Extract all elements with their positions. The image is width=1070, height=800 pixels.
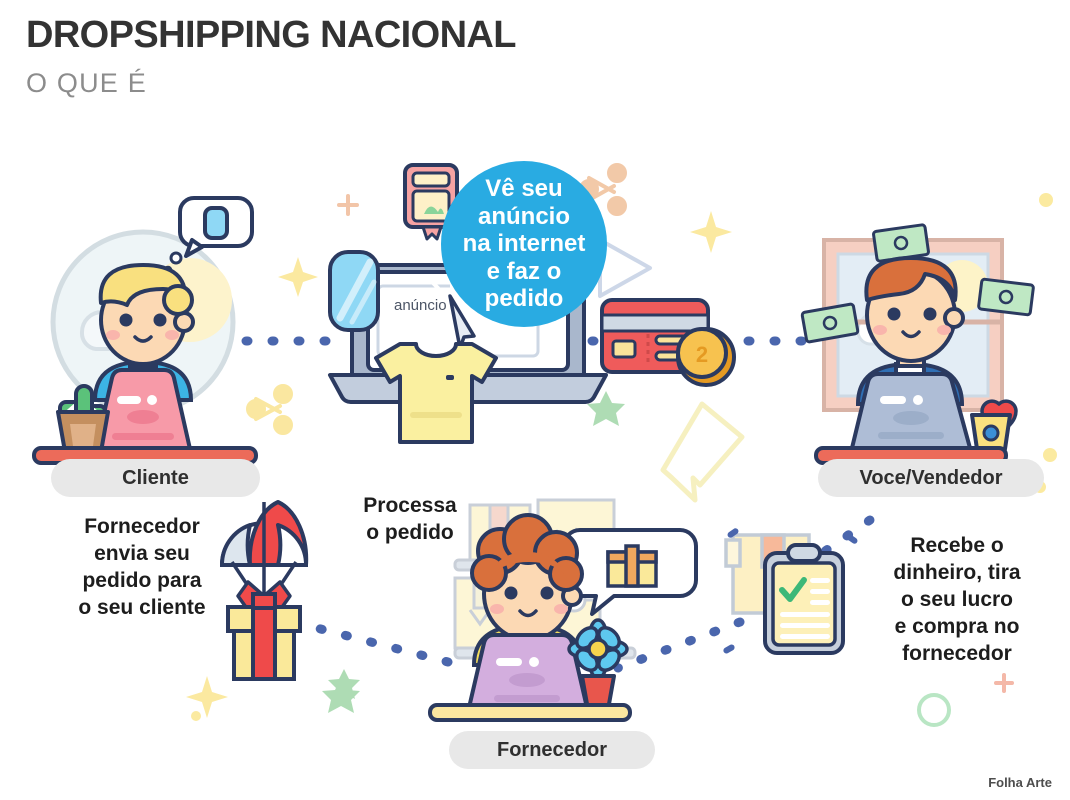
money-bill-icon [800,302,860,344]
star-icon [328,669,360,699]
coin-value: 2 [696,342,708,367]
dot-icon [1043,448,1057,462]
page-title: DROPSHIPPING NACIONAL [26,14,516,56]
flower-pot-icon [567,618,629,711]
money-bill-icon [977,277,1035,317]
clipboard-check-icon [763,543,845,655]
dot-icon [191,711,201,721]
connector-clipboard-to-supplier [613,617,745,673]
parachute-gift-icon [219,500,309,681]
page-subtitle: O QUE É [26,68,147,98]
plus-icon [337,194,359,216]
sparkle-icon [690,211,732,253]
credit-line: Folha Arte [988,775,1052,790]
dot-icon [1039,193,1053,207]
ring-icon [917,693,951,727]
node-label-supplier[interactable]: Fornecedor [449,731,655,769]
node-label-client[interactable]: Cliente [51,459,260,497]
header: DROPSHIPPING NACIONAL O QUE É [26,16,516,97]
coin-icon: 2 [676,327,736,387]
sparkle-icon [278,257,318,297]
supplier-desk [428,703,632,722]
connector-supplier-to-gift [308,622,453,667]
callout-supplier-ships: Fornecedor envia seu pedido para o seu c… [78,515,206,619]
internet-bubble-text: Vê seu anúncio na internet e faz o pedid… [462,175,586,313]
callout-process-order: Processa o pedido [363,494,457,544]
plus-icon [994,673,1014,693]
tshirt-icon [374,342,498,444]
star-icon [322,678,360,713]
supplier-laptop [466,633,590,714]
sparkle-icon [186,676,228,718]
client-laptop [94,368,192,451]
product-card-icon [403,163,459,241]
callout-seller-profit: Recebe o dinheiro, tira o seu lucro e co… [893,534,1021,665]
speech-outline-icon [660,401,745,503]
gift-bubble-icon [562,528,698,616]
thought-bubble-phone-icon [163,196,254,275]
star-icon [587,391,625,426]
share-node-icon [246,384,293,435]
node-label-seller[interactable]: Voce/Vendedor [818,459,1044,497]
seller-laptop [850,372,972,450]
